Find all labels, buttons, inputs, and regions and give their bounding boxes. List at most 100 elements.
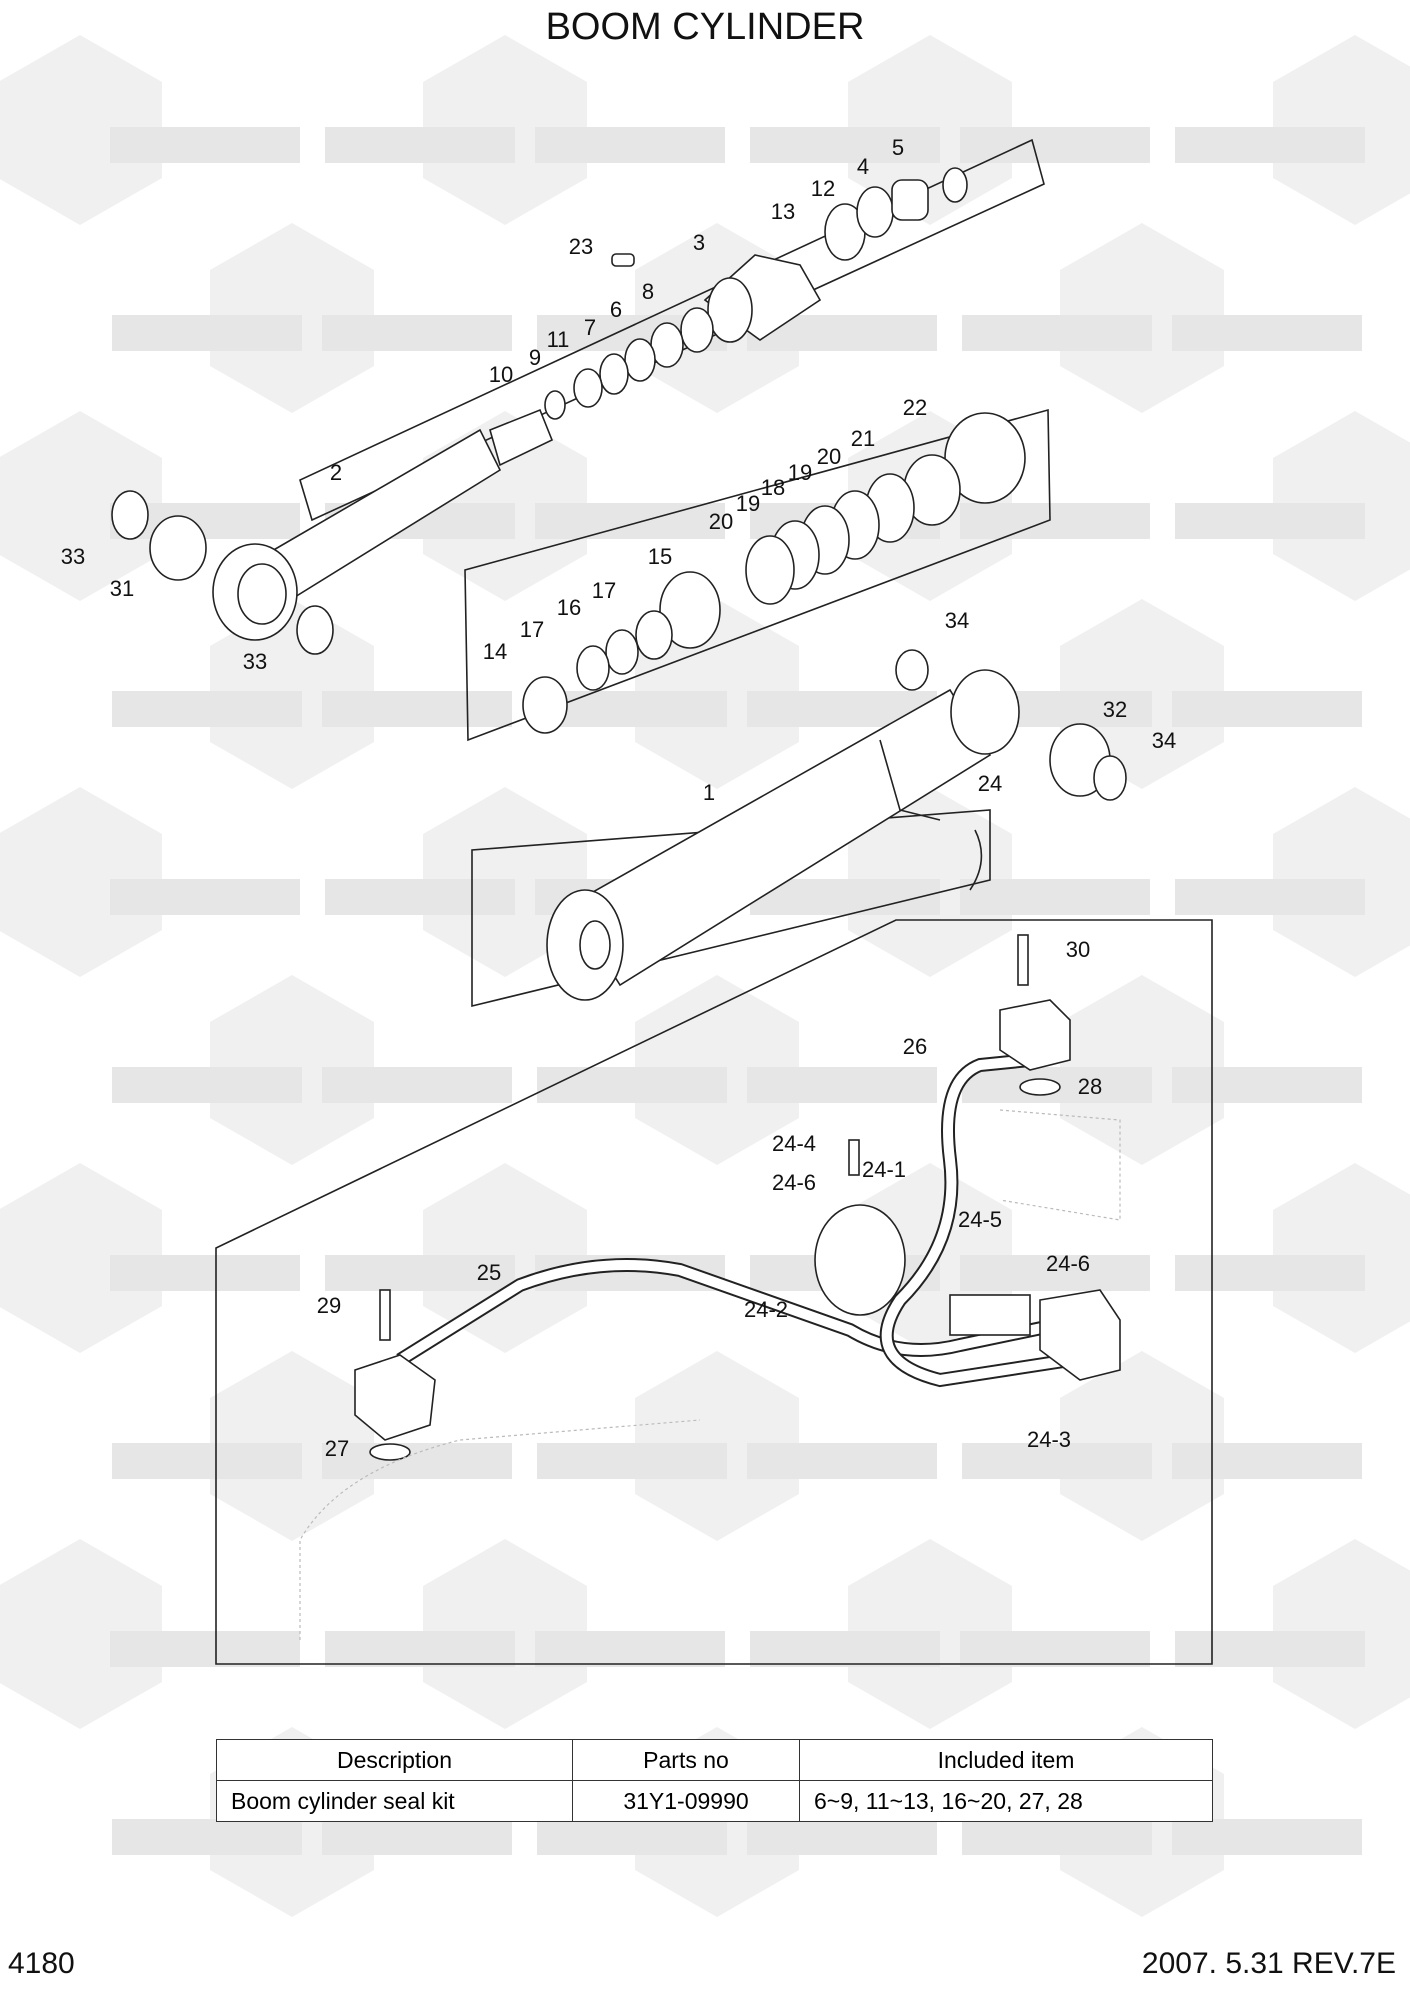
callout-17: 17 bbox=[520, 617, 544, 642]
callout-1: 1 bbox=[703, 780, 715, 805]
watermark-band bbox=[322, 1067, 512, 1103]
watermark-band bbox=[535, 503, 725, 539]
pipe-group-frame bbox=[215, 919, 1213, 1665]
callout-11: 11 bbox=[547, 327, 570, 352]
watermark-band bbox=[325, 1631, 515, 1667]
callout-29: 29 bbox=[317, 1293, 341, 1318]
watermark-band bbox=[960, 503, 1150, 539]
callout-24-5: 24-5 bbox=[958, 1207, 1002, 1232]
callout-28: 28 bbox=[1078, 1074, 1102, 1099]
callout-19: 19 bbox=[736, 491, 760, 516]
callout-33: 33 bbox=[243, 649, 267, 674]
watermark-band bbox=[110, 879, 300, 915]
callout-30: 30 bbox=[1066, 937, 1090, 962]
watermark-hexagon bbox=[0, 35, 162, 225]
seal-kit-table: Description Parts no Included item Boom … bbox=[216, 1739, 1213, 1822]
watermark-hexagon bbox=[0, 787, 162, 977]
rod-head bbox=[703, 254, 822, 343]
callout-24-1: 24-1 bbox=[862, 1157, 906, 1182]
watermark-band bbox=[1175, 879, 1365, 915]
callout-18: 18 bbox=[761, 475, 785, 500]
watermark-band bbox=[535, 127, 725, 163]
callout-24-6: 24-6 bbox=[772, 1170, 816, 1195]
watermark-band bbox=[325, 1255, 515, 1291]
callout-20: 20 bbox=[709, 509, 733, 534]
callout-15: 15 bbox=[648, 544, 672, 569]
tube-group-frame bbox=[471, 809, 991, 1008]
watermark-band bbox=[1172, 1443, 1362, 1479]
callout-25: 25 bbox=[477, 1260, 501, 1285]
watermark-band bbox=[322, 1443, 512, 1479]
callout-27: 27 bbox=[325, 1436, 349, 1461]
callout-12: 12 bbox=[811, 176, 835, 201]
callout-6: 6 bbox=[610, 297, 622, 322]
watermark-band bbox=[112, 1067, 302, 1103]
watermark-hexagon bbox=[0, 411, 162, 601]
callout-2: 2 bbox=[330, 460, 342, 485]
callout-14: 14 bbox=[483, 639, 507, 664]
watermark-hexagon bbox=[0, 1163, 162, 1353]
watermark-band bbox=[750, 127, 940, 163]
callout-3: 3 bbox=[693, 230, 705, 255]
rod-group-frame bbox=[299, 138, 1045, 522]
page-number: 4180 bbox=[8, 1947, 75, 1980]
piston-group-frame bbox=[464, 408, 1051, 742]
watermark-band bbox=[962, 1443, 1152, 1479]
callout-24-4: 24-4 bbox=[772, 1131, 816, 1156]
callout-5: 5 bbox=[892, 135, 904, 160]
cell-description: Boom cylinder seal kit bbox=[216, 1780, 573, 1822]
watermark-band bbox=[962, 1819, 1152, 1855]
watermark-band bbox=[325, 879, 515, 915]
callout-24: 24 bbox=[978, 771, 1002, 796]
pipe-assembly bbox=[299, 934, 1121, 1640]
page-title: BOOM CYLINDER bbox=[545, 6, 865, 48]
watermark-band bbox=[112, 691, 302, 727]
callout-8: 8 bbox=[642, 279, 654, 304]
watermark-band bbox=[962, 315, 1152, 351]
header-included-item: Included item bbox=[799, 1739, 1213, 1781]
header-description: Description bbox=[216, 1739, 573, 1781]
watermark-band bbox=[112, 1443, 302, 1479]
watermark-band bbox=[112, 1819, 302, 1855]
cylinder-tube bbox=[546, 649, 1127, 1001]
watermark-band bbox=[110, 127, 300, 163]
callout-9: 9 bbox=[529, 345, 541, 370]
watermark-band bbox=[747, 1819, 937, 1855]
watermark-band bbox=[537, 691, 727, 727]
watermark-band bbox=[1175, 1631, 1365, 1667]
callout-21: 21 bbox=[851, 426, 875, 451]
callout-17: 17 bbox=[592, 578, 616, 603]
watermark-band bbox=[1175, 127, 1365, 163]
callout-33: 33 bbox=[61, 544, 85, 569]
watermark-hexagon bbox=[0, 1539, 162, 1729]
watermark-band bbox=[322, 1819, 512, 1855]
watermark-band bbox=[322, 315, 512, 351]
watermark-band bbox=[535, 1631, 725, 1667]
callout-4: 4 bbox=[857, 154, 869, 179]
watermark-band bbox=[322, 691, 512, 727]
watermark-band bbox=[960, 879, 1150, 915]
callout-7: 7 bbox=[584, 315, 596, 340]
watermark-band bbox=[960, 1255, 1150, 1291]
watermark-band bbox=[960, 127, 1150, 163]
callout-24-2: 24-2 bbox=[744, 1297, 788, 1322]
watermark-band bbox=[112, 315, 302, 351]
watermark-band bbox=[1175, 503, 1365, 539]
revision-date: 2007. 5.31 REV.7E bbox=[1141, 1947, 1396, 1980]
cell-parts-no: 31Y1-09990 bbox=[572, 1780, 800, 1822]
watermark-band bbox=[537, 1819, 727, 1855]
callout-16: 16 bbox=[557, 595, 581, 620]
callout-24-3: 24-3 bbox=[1027, 1427, 1071, 1452]
callout-34: 34 bbox=[945, 608, 969, 633]
header-parts-no: Parts no bbox=[572, 1739, 800, 1781]
piston-assembly bbox=[111, 412, 1026, 734]
watermark-band bbox=[960, 1631, 1150, 1667]
table-header-row: Description Parts no Included item bbox=[216, 1739, 1213, 1781]
watermark-band bbox=[1172, 1819, 1362, 1855]
callout-31: 31 bbox=[110, 576, 134, 601]
watermark-band bbox=[110, 1255, 300, 1291]
watermark-band bbox=[110, 1631, 300, 1667]
watermark-band bbox=[1175, 1255, 1365, 1291]
